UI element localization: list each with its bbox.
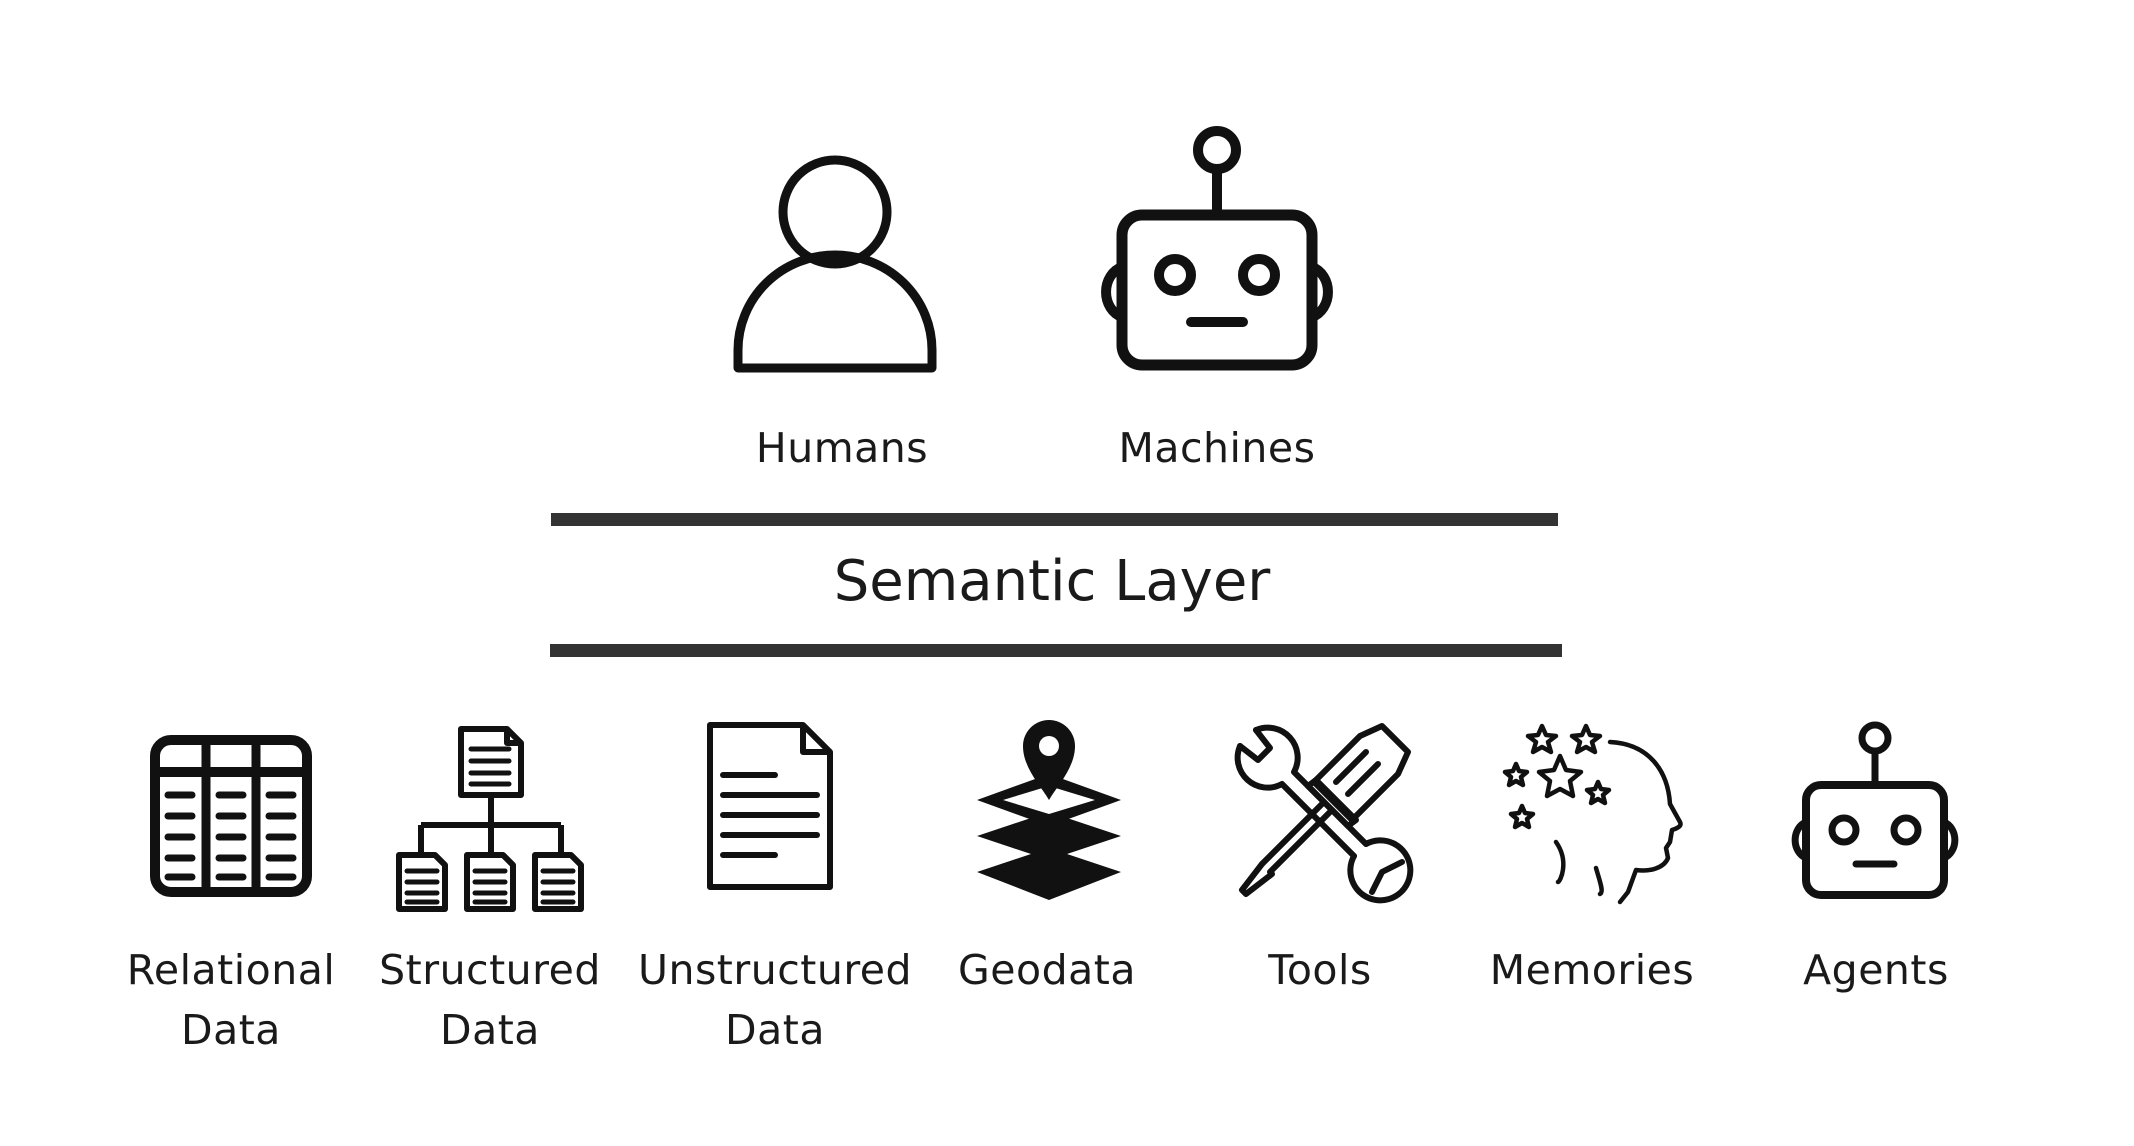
source-label-relational-data: Relational Data	[126, 946, 336, 1054]
source-label-geodata: Geodata	[958, 946, 1136, 994]
actor-label-machines: Machines	[1118, 424, 1316, 472]
source-label-agents: Agents	[1803, 946, 1949, 994]
source-label-tools: Tools	[1268, 946, 1372, 994]
wrench-screwdriver-icon	[1234, 723, 1414, 904]
robot-icon	[1101, 126, 1333, 371]
actor-label-humans: Humans	[755, 424, 929, 472]
source-label-structured-data: Structured Data	[379, 946, 601, 1054]
head-stars-icon	[1502, 723, 1683, 905]
source-label-memories: Memories	[1489, 946, 1695, 994]
document-icon	[707, 722, 833, 890]
document-hierarchy-icon	[396, 726, 584, 912]
robot-icon	[1791, 721, 1959, 899]
person-icon	[733, 155, 937, 373]
layer-title: Semantic Layer	[833, 549, 1271, 614]
source-label-unstructured-data: Unstructured Data	[637, 946, 913, 1054]
layer-top-rule	[551, 513, 1558, 526]
map-layers-icon	[977, 720, 1121, 900]
layer-bottom-rule	[550, 644, 1562, 657]
table-icon	[150, 735, 312, 897]
